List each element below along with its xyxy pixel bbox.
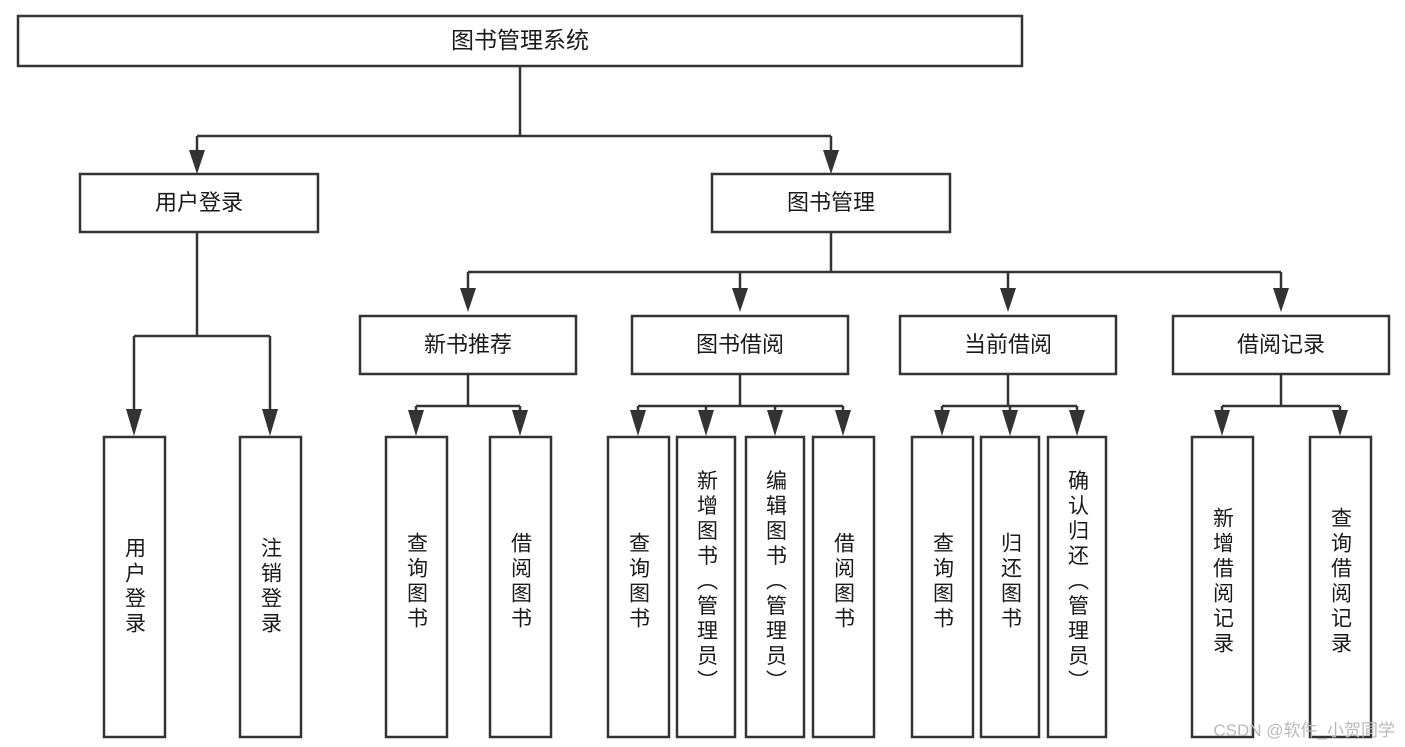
leaf-edit-book-box[interactable]: [744, 435, 806, 739]
leaf-query-book-1[interactable]: 查询图书: [384, 435, 449, 739]
leaf-confirm-return-box[interactable]: [1046, 435, 1108, 739]
leaf-query-record[interactable]: 查询借阅记录: [1308, 435, 1373, 739]
leaf-query-book-3[interactable]: 查询图书: [910, 435, 975, 739]
leaf-borrow-book-1-label: 借阅图书: [509, 532, 533, 632]
leaf-query-record-label: 查询借阅记录: [1329, 507, 1353, 657]
leaf-borrow-book-1[interactable]: 借阅图书: [488, 435, 553, 739]
leaf-user-login[interactable]: 用户登录: [102, 435, 167, 739]
leaf-query-book-3-label: 查询图书: [931, 532, 955, 632]
node-new-book-recommend-box[interactable]: [358, 314, 578, 376]
arrow-head-bb-l1: [630, 410, 646, 436]
leaf-user-logout-box[interactable]: [238, 435, 303, 739]
node-book-borrow-box[interactable]: [630, 314, 850, 376]
node-user-login-label: 用户登录: [155, 190, 243, 215]
arrow-head-bb-l2: [698, 410, 714, 436]
leaf-borrow-book-2-box[interactable]: [811, 435, 876, 739]
leaf-add-book[interactable]: 新增图书（管理员）: [675, 435, 737, 739]
leaf-borrow-book-1-box[interactable]: [488, 435, 553, 739]
leaf-edit-book[interactable]: 编辑图书（管理员）: [744, 435, 806, 739]
leaf-query-book-1-label: 查询图书: [405, 532, 429, 632]
node-book-manage-label: 图书管理: [787, 190, 875, 215]
node-book-borrow[interactable]: 图书借阅: [630, 314, 850, 376]
node-borrow-record-box[interactable]: [1171, 314, 1391, 376]
arrow-head-cb-l1: [934, 410, 950, 436]
leaf-add-book-label: 新增图书（管理员）: [695, 470, 719, 695]
arrow-head-bb-l3: [767, 410, 783, 436]
arrow-head-cb-l2: [1002, 410, 1018, 436]
node-root-box[interactable]: [16, 14, 1024, 68]
node-book-manage-box[interactable]: [710, 172, 952, 234]
leaf-confirm-return-label: 确认归还（管理员）: [1066, 470, 1090, 695]
arrow-head-cb-l3: [1069, 410, 1085, 436]
arrow-head-br-l2: [1332, 410, 1348, 436]
arrow-head-nbr-l1: [408, 410, 424, 436]
leaf-user-login-label: 用户登录: [123, 537, 147, 637]
leaf-query-book-1-box[interactable]: [384, 435, 449, 739]
node-current-borrow-box[interactable]: [898, 314, 1118, 376]
node-root-label: 图书管理系统: [451, 27, 589, 53]
node-current-borrow-label: 当前借阅: [964, 332, 1052, 357]
leaf-return-book-label: 归还图书: [999, 532, 1023, 632]
csdn-watermark: CSDN @软件_小贺同学: [1213, 721, 1395, 740]
arrow-head-bm-c2: [732, 288, 748, 312]
node-borrow-record[interactable]: 借阅记录: [1171, 314, 1391, 376]
arrow-head-br-l1: [1214, 410, 1230, 436]
node-user-login-box[interactable]: [78, 172, 320, 234]
connector-layer: [126, 66, 1348, 436]
leaf-borrow-book-2-label: 借阅图书: [832, 532, 856, 632]
leaf-query-book-3-box[interactable]: [910, 435, 975, 739]
arrow-head-nbr-l2: [512, 410, 528, 436]
leaf-add-record[interactable]: 新增借阅记录: [1190, 435, 1255, 739]
leaf-query-book-2-label: 查询图书: [627, 532, 651, 632]
leaf-confirm-return[interactable]: 确认归还（管理员）: [1046, 435, 1108, 739]
leaf-add-record-label: 新增借阅记录: [1211, 507, 1235, 657]
arrow-head-ul-leaf2: [262, 409, 278, 436]
leaf-edit-book-label: 编辑图书（管理员）: [764, 470, 788, 695]
node-current-borrow[interactable]: 当前借阅: [898, 314, 1118, 376]
node-new-book-recommend[interactable]: 新书推荐: [358, 314, 578, 376]
leaf-query-book-2-box[interactable]: [606, 435, 671, 739]
leaf-query-book-2[interactable]: 查询图书: [606, 435, 671, 739]
leaf-user-logout-label: 注销登录: [259, 537, 283, 637]
leaf-return-book-box[interactable]: [979, 435, 1041, 739]
arrow-head-bm-c4: [1273, 288, 1289, 312]
node-new-book-recommend-label: 新书推荐: [424, 332, 512, 357]
leaf-add-record-box[interactable]: [1190, 435, 1255, 739]
node-borrow-record-label: 借阅记录: [1237, 332, 1325, 357]
node-user-login[interactable]: 用户登录: [78, 172, 320, 234]
leaf-borrow-book-2[interactable]: 借阅图书: [811, 435, 876, 739]
arrow-head-bm-c1: [460, 288, 476, 312]
arrow-head-ul-leaf1: [126, 409, 142, 436]
leaf-user-logout[interactable]: 注销登录: [238, 435, 303, 739]
node-book-manage[interactable]: 图书管理: [710, 172, 952, 234]
leaf-add-book-box[interactable]: [675, 435, 737, 739]
leaf-return-book[interactable]: 归还图书: [979, 435, 1041, 739]
leaf-query-record-box[interactable]: [1308, 435, 1373, 739]
node-root[interactable]: 图书管理系统: [16, 14, 1024, 68]
arrow-head-to-user-login: [189, 150, 205, 174]
arrow-head-to-book-manage: [823, 150, 839, 174]
arrow-head-bb-l4: [835, 410, 851, 436]
arrow-head-bm-c3: [1000, 288, 1016, 312]
leaf-user-login-box[interactable]: [102, 435, 167, 739]
node-book-borrow-label: 图书借阅: [696, 332, 784, 357]
